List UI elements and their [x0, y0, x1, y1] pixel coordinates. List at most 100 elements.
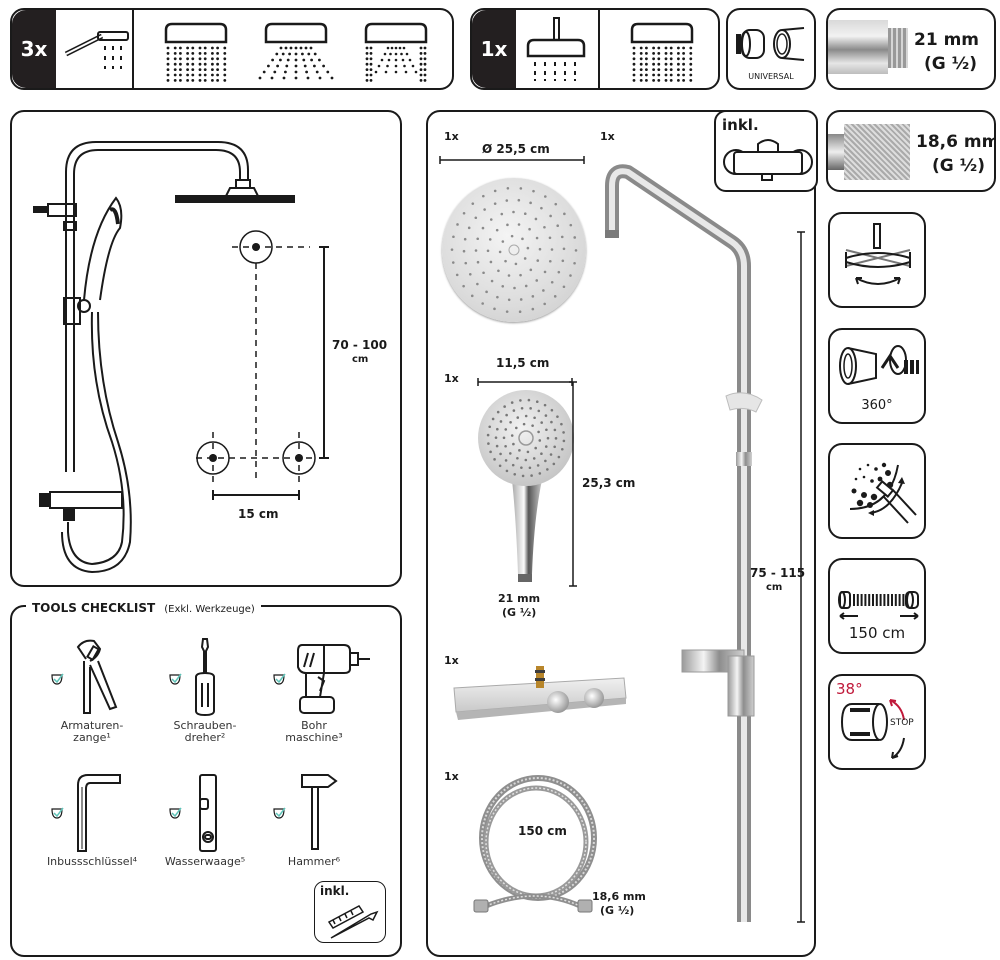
hose-rib [853, 594, 855, 606]
hammer-icon [301, 774, 338, 850]
drill-icon [297, 644, 370, 714]
spray-dot [404, 70, 408, 74]
spray-dot [394, 64, 398, 68]
spray-dot [535, 279, 539, 282]
rail-length-unit: cm [766, 582, 783, 593]
spray-dot [540, 452, 543, 455]
spray-dot [173, 73, 177, 77]
tool-label: dreher² [184, 731, 226, 744]
pliers-icon [76, 639, 118, 714]
spray-dot [315, 70, 319, 74]
spray-dot [294, 52, 298, 56]
hose-rib [875, 594, 878, 606]
spray-dot [179, 73, 182, 77]
hose-length-badge: 150 cm [828, 558, 926, 654]
spray-dot [657, 46, 661, 50]
anti-limescale-icon [849, 462, 917, 524]
spray-dot [294, 76, 298, 80]
spray-dot [538, 439, 542, 442]
tool-label: Wasserwaage⁵ [164, 855, 246, 868]
spray-dot [462, 284, 465, 288]
tool-label: zange¹ [73, 731, 111, 744]
connector-size: 18,6 mm [916, 132, 996, 152]
spray-dot [529, 268, 533, 272]
spray-dot [474, 216, 478, 220]
spray-dot [496, 427, 499, 431]
spacing-label: 15 cm [238, 507, 279, 521]
spray-dot [560, 235, 564, 239]
thermostat-image [453, 666, 627, 720]
thread-image [888, 28, 908, 68]
tools-checklist-panel: TOOLS CHECKLIST (Exkl. Werkzeuge) Armatu… [10, 597, 402, 957]
spray-dot [677, 52, 680, 55]
spray-dot [521, 237, 524, 241]
spray-dot [669, 46, 673, 50]
spray-dot [462, 249, 466, 253]
hose-rib [879, 594, 882, 606]
dowel-screw-icon [327, 905, 379, 939]
hose-rib [868, 594, 871, 606]
spray-dot [173, 52, 177, 55]
spray-dot [569, 274, 572, 277]
spray-dot [384, 70, 388, 74]
spray-dot [179, 57, 182, 61]
spray-dot [419, 57, 423, 61]
spray-dot [493, 458, 496, 461]
spray-dot [535, 400, 539, 404]
massage-spray-icon [364, 22, 428, 82]
spray-dot [689, 57, 693, 61]
spray-dot [689, 79, 693, 82]
spray-dot [486, 249, 490, 253]
spray-dot [173, 57, 177, 61]
spray-dot [186, 57, 189, 61]
spray-dot [481, 302, 484, 305]
tools-checklist-header: TOOLS CHECKLIST (Exkl. Werkzeuge) [26, 597, 261, 616]
spray-dot [632, 68, 636, 71]
spray-dot [538, 472, 542, 475]
spray-dot [386, 64, 389, 68]
spray-dot [546, 468, 549, 471]
hose-length: 150 cm [518, 824, 567, 838]
spray-dot [476, 260, 480, 264]
spray-dot [682, 79, 685, 82]
hose-rib [898, 594, 901, 606]
spray-dot [505, 310, 509, 313]
handshower-qty: 1x [444, 372, 459, 385]
spray-dot [562, 439, 566, 443]
spray-dot [495, 444, 499, 448]
diameter-dimension-line [439, 156, 585, 164]
spray-dot [517, 198, 521, 202]
hose-connector-thread: (G ½) [600, 904, 635, 917]
spray-dot [305, 70, 308, 74]
spray-dot [474, 249, 478, 252]
spray-dot [543, 302, 546, 306]
headshower-qty: 1x [444, 130, 459, 143]
spray-dot [542, 289, 545, 292]
screwdriver-icon [195, 638, 215, 717]
tools-subtitle: (Exkl. Werkzeuge) [164, 604, 255, 615]
spray-dot [528, 466, 532, 470]
spray-dot [275, 52, 279, 56]
stop-label: STOP [890, 718, 914, 728]
knurled-nut-image [828, 134, 844, 170]
spray-dot [294, 58, 298, 62]
spray-dot [682, 73, 685, 77]
spray-dot [223, 46, 227, 50]
temperature-label: 38° [836, 680, 863, 698]
spray-dot [179, 46, 182, 50]
spray-dot [179, 79, 182, 82]
spray-dot [645, 57, 648, 61]
spray-dot [511, 463, 515, 467]
spray-dot [423, 52, 427, 55]
height-range-label: 70 - 100 [332, 338, 388, 352]
spray-dot [569, 223, 573, 227]
spray-dot [499, 452, 502, 456]
universal-connector-icon [736, 27, 805, 61]
spray-dot [223, 73, 227, 77]
spray-dot [639, 68, 643, 71]
spray-dot [554, 202, 558, 206]
spray-dot [549, 214, 552, 218]
spray-dot [550, 248, 554, 251]
spray-dot [326, 70, 330, 74]
spray-dot [664, 73, 668, 77]
